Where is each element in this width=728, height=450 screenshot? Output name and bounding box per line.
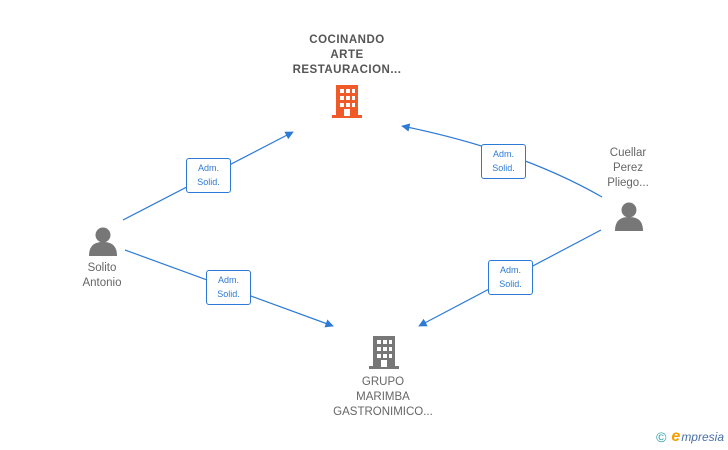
company-other-label-line: GASTRONIMICO... — [333, 406, 433, 418]
person-left-icon[interactable] — [89, 227, 117, 257]
person-left-label-line: Solito — [87, 262, 117, 274]
edge-badge-right-to-main[interactable]: Adm. Solid. — [481, 144, 526, 179]
company-main-label-line: ARTE — [330, 49, 364, 61]
person-left-label-line: Antonio — [82, 277, 122, 289]
empresia-watermark: © e mpresia — [656, 428, 724, 446]
edge-badge-line: Solid. — [197, 177, 220, 187]
company-other-building-icon[interactable] — [369, 336, 399, 369]
edge-badge-left-to-other[interactable]: Adm. Solid. — [206, 270, 251, 305]
copyright-symbol: © — [656, 429, 667, 445]
edge-badge-line: Adm. — [197, 163, 219, 173]
company-main-building-icon[interactable] — [332, 85, 362, 118]
brand-logo-text: mpresia — [681, 430, 724, 444]
edge-badge-right-to-other[interactable]: Adm. Solid. — [488, 260, 533, 295]
company-main-label-line: RESTAURACION... — [292, 64, 402, 76]
person-right-label-line: Pliego... — [607, 177, 649, 189]
company-main-label[interactable]: COCINANDO ARTE RESTAURACION... — [280, 33, 414, 78]
edge-badge-line: Solid. — [492, 163, 515, 173]
edge-badge-line: Solid. — [217, 289, 240, 299]
company-other-label-line: GRUPO — [361, 376, 405, 388]
edge-badge-line: Solid. — [499, 279, 522, 289]
edge-badge-line: Adm. — [217, 275, 239, 285]
company-main-label-line: COCINANDO — [309, 34, 385, 46]
person-right-icon[interactable] — [615, 202, 643, 232]
edge-badge-left-to-main[interactable]: Adm. Solid. — [186, 158, 231, 193]
person-right-label-line: Cuellar — [609, 147, 647, 159]
person-right-label[interactable]: Cuellar Perez Pliego... — [588, 146, 668, 191]
person-right-label-line: Perez — [612, 162, 644, 174]
person-left-label[interactable]: Solito Antonio — [62, 261, 142, 291]
brand-logo-letter: e — [671, 428, 681, 445]
edge-badge-line: Adm. — [499, 265, 521, 275]
company-other-label[interactable]: GRUPO MARIMBA GASTRONIMICO... — [316, 375, 450, 420]
edge-badge-line: Adm. — [492, 149, 514, 159]
company-other-label-line: MARIMBA — [356, 391, 410, 403]
